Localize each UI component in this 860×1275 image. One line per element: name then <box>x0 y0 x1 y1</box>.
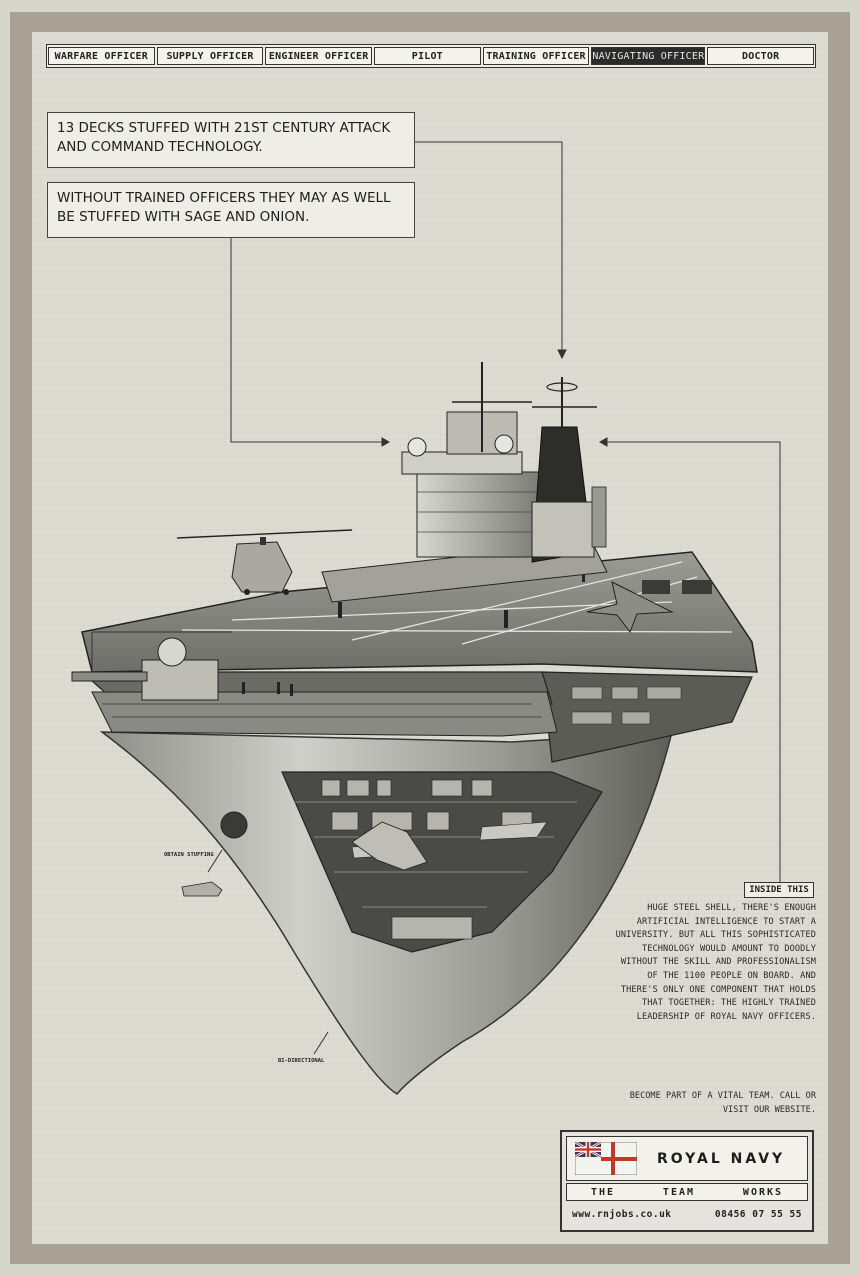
tab-pilot[interactable]: PILOT <box>374 47 481 65</box>
island-superstructure <box>321 362 608 603</box>
jet-icon <box>351 581 674 871</box>
headline-box-2: WITHOUT TRAINED OFFICERS THEY MAY AS WEL… <box>47 182 415 238</box>
bow-gun <box>71 631 232 701</box>
logo-top-panel: ROYAL NAVY <box>566 1136 808 1181</box>
tagline-word-2: TEAM <box>662 1186 696 1198</box>
body-copy: HUGE STEEL SHELL, THERE'S ENOUGH ARTIFIC… <box>615 903 816 1022</box>
tab-navigating-officer[interactable]: NAVIGATING OFFICER <box>591 47 706 65</box>
royal-navy-logo-block: ROYAL NAVY THE TEAM WORKS www.rnjobs.co.… <box>560 1130 814 1232</box>
phone-number[interactable]: 08456 07 55 55 <box>714 1208 802 1220</box>
website-link[interactable]: www.rnjobs.co.uk <box>572 1208 672 1220</box>
helicopter-icon <box>176 529 353 595</box>
tab-warfare-officer[interactable]: WARFARE OFFICER <box>48 47 155 65</box>
leader-lines <box>207 141 781 1055</box>
poster-page: WARFARE OFFICER SUPPLY OFFICER ENGINEER … <box>32 32 828 1244</box>
call-to-action: BECOME PART OF A VITAL TEAM. CALL OR VIS… <box>629 1091 816 1115</box>
headline-text-1: 13 DECKS STUFFED WITH 21ST CENTURY ATTAC… <box>57 120 391 155</box>
tab-engineer-officer[interactable]: ENGINEER OFFICER <box>265 47 373 65</box>
officer-role-tabs: WARFARE OFFICER SUPPLY OFFICER ENGINEER … <box>46 44 816 68</box>
aircraft-carrier-cutaway-illustration <box>71 141 781 1095</box>
callout-bi-directional: BI-DIRECTIONAL <box>278 1058 325 1064</box>
callout-obtain-stuffing: OBTAIN STUFFING <box>164 852 214 858</box>
white-ensign-flag-icon <box>575 1142 637 1175</box>
tab-doctor[interactable]: DOCTOR <box>707 47 815 65</box>
brand-name: ROYAL NAVY <box>657 1151 786 1167</box>
inside-this-label: INSIDE THIS <box>744 882 814 898</box>
contact-line: www.rnjobs.co.uk 08456 07 55 55 <box>566 1203 808 1225</box>
tab-supply-officer[interactable]: SUPPLY OFFICER <box>156 47 264 65</box>
tab-training-officer[interactable]: TRAINING OFFICER <box>482 47 590 65</box>
headline-text-2: WITHOUT TRAINED OFFICERS THEY MAY AS WEL… <box>57 190 391 225</box>
headline-box-1: 13 DECKS STUFFED WITH 21ST CENTURY ATTAC… <box>47 112 415 168</box>
tagline: THE TEAM WORKS <box>566 1183 808 1201</box>
tagline-word-1: THE <box>590 1186 616 1198</box>
tagline-word-3: WORKS <box>742 1186 784 1198</box>
